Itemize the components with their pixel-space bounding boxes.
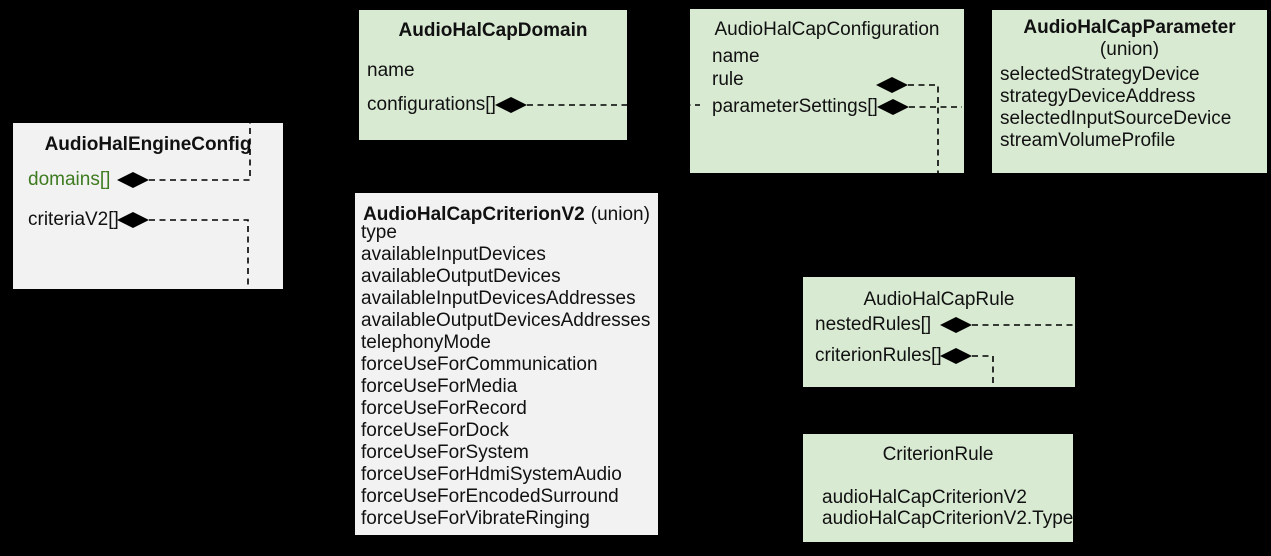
field-rule: rule xyxy=(712,69,744,90)
field-telephonyMode: telephonyMode xyxy=(361,332,491,353)
criterion-v2-field-list: type availableInputDevices availableOutp… xyxy=(361,222,650,530)
class-title-audio-hal-engine-config: AudioHalEngineConfig xyxy=(44,134,252,155)
class-box-audio-hal-cap-rule: AudioHalCapRule nestedRules[] criterionR… xyxy=(803,277,1075,387)
class-box-audio-hal-cap-parameter: AudioHalCapParameter (union) selectedStr… xyxy=(992,10,1267,173)
field-forceUseForSystem: forceUseForSystem xyxy=(361,442,529,463)
class-title-audio-hal-cap-criterion-v2: AudioHalCapCriterionV2(union) xyxy=(355,203,658,227)
class-box-criterion-rule: CriterionRule audioHalCapCriterionV2 aud… xyxy=(803,434,1073,542)
class-box-audio-hal-engine-config: AudioHalEngineConfig domains[] criteriaV… xyxy=(13,123,283,289)
class-box-audio-hal-cap-domain: AudioHalCapDomain name configurations[] xyxy=(359,10,627,140)
field-forceUseForRecord: forceUseForRecord xyxy=(361,398,527,419)
field-criteriaV2: criteriaV2[] xyxy=(28,209,119,230)
class-subtitle-union: (union) xyxy=(1099,39,1160,60)
field-availableInputDevices: availableInputDevices xyxy=(361,244,546,265)
parameter-field-list: selectedStrategyDevice strategyDeviceAdd… xyxy=(1000,64,1231,152)
field-audioHalCapCriterionV2: audioHalCapCriterionV2 xyxy=(822,487,1027,508)
class-title-audio-hal-cap-rule: AudioHalCapRule xyxy=(863,289,1015,310)
field-audioHalCapCriterionV2-Type: audioHalCapCriterionV2.Type xyxy=(822,508,1074,529)
field-forceUseForEncodedSurround: forceUseForEncodedSurround xyxy=(361,486,619,507)
field-streamVolumeProfile: streamVolumeProfile xyxy=(1000,130,1176,151)
field-selectedStrategyDevice: selectedStrategyDevice xyxy=(1000,64,1200,85)
field-domains: domains[] xyxy=(28,169,111,190)
class-title-audio-hal-cap-domain: AudioHalCapDomain xyxy=(398,20,588,41)
field-forceUseForMedia: forceUseForMedia xyxy=(361,376,518,397)
class-subtitle-union: (union) xyxy=(590,204,650,225)
class-title-audio-hal-cap-configuration: AudioHalCapConfiguration xyxy=(714,19,940,40)
field-selectedInputSourceDevice: selectedInputSourceDevice xyxy=(1000,108,1232,129)
field-parameterSettings: parameterSettings[] xyxy=(712,96,878,117)
field-availableInputDevicesAddresses: availableInputDevicesAddresses xyxy=(361,288,636,309)
field-availableOutputDevicesAddresses: availableOutputDevicesAddresses xyxy=(361,310,651,331)
field-name: name xyxy=(712,46,760,67)
field-forceUseForVibrateRinging: forceUseForVibrateRinging xyxy=(361,508,590,529)
class-box-audio-hal-cap-configuration: AudioHalCapConfiguration name rule param… xyxy=(690,9,964,173)
field-forceUseForHdmiSystemAudio: forceUseForHdmiSystemAudio xyxy=(361,464,622,485)
field-criterionRules: criterionRules[] xyxy=(815,345,942,366)
class-title-bold-part: AudioHalCapCriterionV2 xyxy=(363,204,585,225)
field-nestedRules: nestedRules[] xyxy=(815,314,932,335)
class-title-criterion-rule: CriterionRule xyxy=(882,444,994,465)
field-forceUseForDock: forceUseForDock xyxy=(361,420,509,441)
field-configurations: configurations[] xyxy=(367,94,496,115)
field-forceUseForCommunication: forceUseForCommunication xyxy=(361,354,598,375)
field-type: type xyxy=(361,222,397,243)
class-box-audio-hal-cap-criterion-v2: AudioHalCapCriterionV2(union) type avail… xyxy=(355,193,658,535)
field-strategyDeviceAddress: strategyDeviceAddress xyxy=(1000,86,1196,107)
field-name: name xyxy=(367,60,415,81)
field-availableOutputDevices: availableOutputDevices xyxy=(361,266,561,287)
class-title-audio-hal-cap-parameter: AudioHalCapParameter xyxy=(1023,17,1236,38)
